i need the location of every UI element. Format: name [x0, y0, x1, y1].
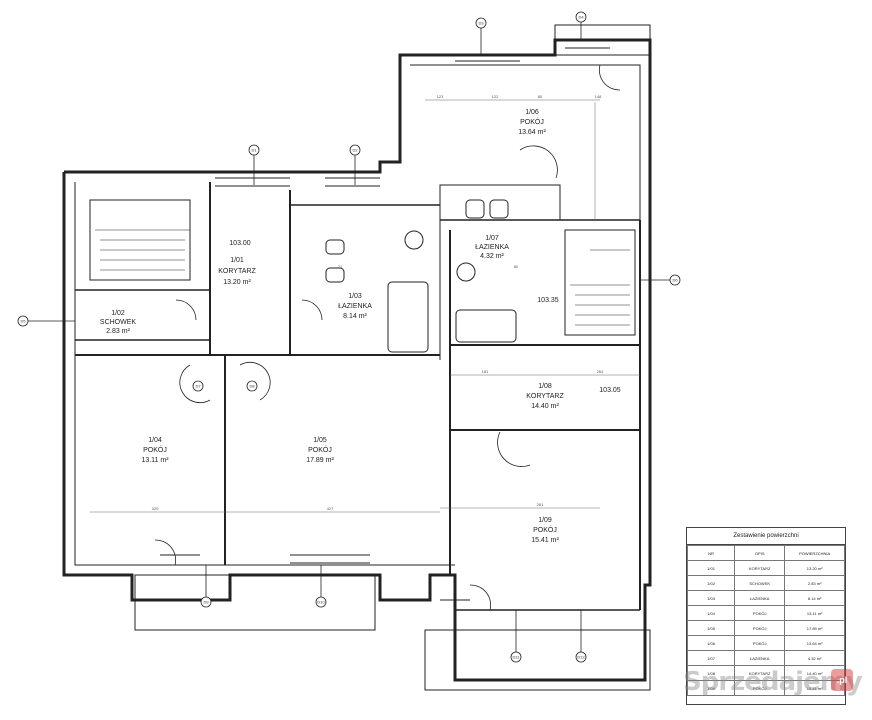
col-header-area: POWIERZCHNIA	[784, 545, 845, 561]
cell-area: 15.41 m²	[784, 680, 845, 696]
cell-opis: POKÓJ	[734, 680, 786, 696]
area-summary-table: Zestawienie powierzchni NR OPIS POWIERZC…	[686, 527, 846, 705]
cell-nr: 1/07	[686, 650, 736, 666]
dim-label: 320	[152, 506, 159, 511]
axis-mark: D2	[352, 148, 358, 153]
cell-nr: 1/05	[686, 620, 736, 636]
cell-area: 13.20 m²	[784, 560, 845, 576]
room-1-01-area: 13.20 m²	[223, 279, 251, 286]
room-1-05-area: 17.89 m²	[306, 457, 334, 464]
room-1-03-id: 1/03	[348, 293, 362, 300]
room-1-01-name: KORYTARZ	[218, 268, 256, 275]
room-1-08-id: 1/08	[538, 383, 552, 390]
room-1-05-name: POKÓJ	[308, 445, 332, 454]
dim-label: 148	[595, 94, 602, 99]
axis-mark: D3	[478, 21, 484, 26]
room-1-06-area: 13.64 m²	[518, 129, 546, 136]
cell-area: 4.32 m²	[784, 650, 845, 666]
room-1-02-id: 1/02	[111, 310, 125, 317]
dim-label: 80	[538, 94, 543, 99]
cell-nr: 1/09	[686, 680, 736, 696]
cell-nr: 1/01	[686, 560, 736, 576]
axis-mark: D11	[512, 655, 520, 660]
axis-mark: D6	[672, 278, 678, 283]
room-1-04-area: 13.11 m²	[141, 457, 169, 464]
room-1-02-name: SCHOWEK	[100, 319, 137, 326]
cell-opis: KORYTARZ	[734, 560, 786, 576]
cell-nr: 1/06	[686, 635, 736, 651]
room-1-08-area: 14.40 m²	[531, 403, 559, 410]
room-1-07-area: 4.32 m²	[480, 253, 504, 260]
room-1-03-area: 8.14 m²	[343, 313, 367, 320]
axis-mark: D10	[317, 600, 325, 605]
room-1-02-area: 2.83 m²	[106, 328, 130, 335]
room-1-09-area: 15.41 m²	[531, 537, 559, 544]
level-mark: 103.05	[599, 387, 621, 394]
level-mark: 103.00	[229, 240, 251, 247]
dim-label: 123	[437, 94, 444, 99]
room-1-04-name: POKÓJ	[143, 445, 167, 454]
room-1-05-id: 1/05	[313, 437, 327, 444]
cell-area: 13.64 m²	[784, 635, 845, 651]
cell-nr: 1/08	[686, 665, 736, 681]
axis-mark: D7	[195, 384, 201, 389]
room-1-06-name: POKÓJ	[520, 117, 544, 126]
cell-opis: POKÓJ	[734, 605, 786, 621]
axis-mark: D1	[251, 148, 257, 153]
table-title: Zestawienie powierzchni	[687, 528, 845, 545]
room-1-09-id: 1/09	[538, 517, 552, 524]
axis-mark: D8	[249, 384, 255, 389]
dim-label: 122	[492, 94, 499, 99]
cell-opis: POKÓJ	[734, 635, 786, 651]
cell-opis: SCHOWEK	[734, 575, 786, 591]
cell-opis: POKÓJ	[734, 620, 786, 636]
col-header-nr: NR	[686, 545, 736, 561]
cell-area: 13.11 m²	[784, 605, 845, 621]
dim-label: 427	[327, 506, 334, 511]
dim-label: 281	[537, 502, 544, 507]
room-1-08-name: KORYTARZ	[526, 393, 564, 400]
cell-opis: ŁAZIENKA	[734, 590, 786, 606]
outer-wall	[62, 38, 652, 682]
level-mark: 103.35	[537, 297, 559, 304]
dim-label: 71	[338, 264, 343, 269]
cell-area: 14.40 m²	[784, 665, 845, 681]
cell-nr: 1/03	[686, 590, 736, 606]
cell-opis: KORYTARZ	[734, 665, 786, 681]
cell-area: 2.83 m²	[784, 575, 845, 591]
room-1-04-id: 1/04	[148, 437, 162, 444]
axis-mark: D9	[203, 600, 209, 605]
room-1-07-name: ŁAZIENKA	[475, 244, 509, 251]
cell-area: 17.89 m²	[784, 620, 845, 636]
room-1-06-id: 1/06	[525, 109, 539, 116]
room-1-03-name: ŁAZIENKA	[338, 303, 372, 310]
room-1-07-id: 1/07	[485, 235, 499, 242]
axis-mark: D4	[578, 15, 584, 20]
axis-mark: D12	[577, 655, 585, 660]
dim-label: 264	[597, 369, 604, 374]
cell-nr: 1/04	[686, 605, 736, 621]
cell-nr: 1/02	[686, 575, 736, 591]
axis-mark: D5	[20, 319, 26, 324]
room-1-01-id: 1/01	[230, 257, 244, 264]
cell-area: 8.14 m²	[784, 590, 845, 606]
dim-label: 80	[514, 264, 519, 269]
room-1-09-name: POKÓJ	[533, 525, 557, 534]
dim-label: 181	[482, 369, 489, 374]
cell-opis: ŁAZIENKA	[734, 650, 786, 666]
table-header-row: NR OPIS POWIERZCHNIA	[686, 545, 845, 561]
col-header-opis: OPIS	[734, 545, 786, 561]
